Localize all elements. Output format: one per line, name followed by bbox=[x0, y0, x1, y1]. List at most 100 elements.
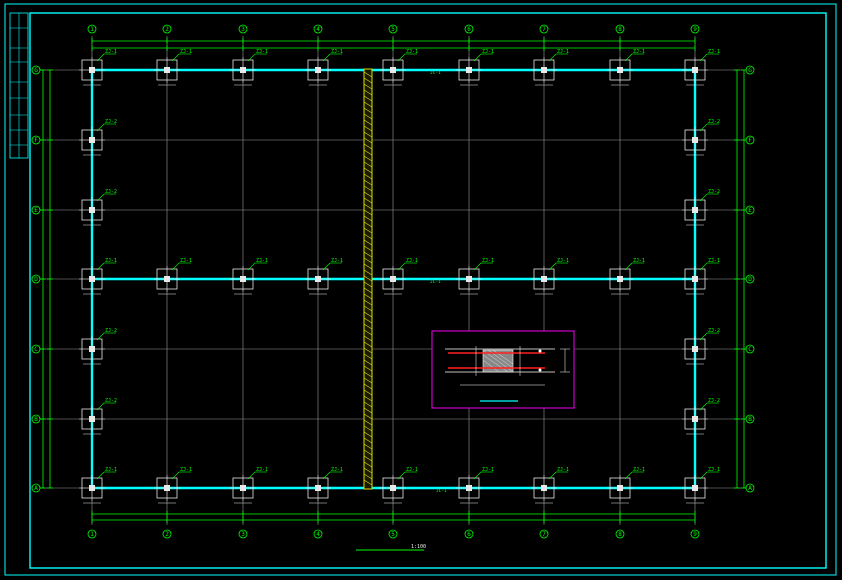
footing-1[interactable]: ZJ-1 bbox=[154, 467, 192, 504]
footing-9[interactable]: ZJ-1 bbox=[79, 258, 117, 295]
svg-text:F: F bbox=[34, 137, 38, 144]
footing-tag: ZJ-2 bbox=[708, 119, 720, 125]
footing-tag: ZJ-2 bbox=[708, 398, 720, 404]
footing-tag: ZJ-1 bbox=[180, 258, 192, 264]
svg-text:5: 5 bbox=[391, 531, 395, 538]
svg-text:4: 4 bbox=[316, 26, 320, 33]
footing-tag: ZJ-1 bbox=[633, 467, 645, 473]
svg-text:6: 6 bbox=[467, 531, 471, 538]
axis-left-C: C bbox=[31, 344, 41, 354]
expansion-joint-strip bbox=[363, 68, 373, 490]
beam-tag-2: JL-1 bbox=[436, 488, 447, 494]
footing-tag: ZJ-1 bbox=[708, 467, 720, 473]
svg-text:2: 2 bbox=[165, 26, 169, 33]
footing-tag: ZJ-1 bbox=[105, 258, 117, 264]
footing-tag: ZJ-1 bbox=[557, 49, 569, 55]
footing-33[interactable]: ZJ-2 bbox=[79, 119, 117, 156]
footing-19[interactable]: ZJ-1 bbox=[154, 49, 192, 86]
footing-tag: ZJ-1 bbox=[331, 258, 343, 264]
footing-30[interactable]: ZJ-2 bbox=[682, 328, 720, 365]
footing-tag: ZJ-2 bbox=[105, 398, 117, 404]
footing-tag: ZJ-1 bbox=[331, 467, 343, 473]
footing-tag: ZJ-1 bbox=[557, 258, 569, 264]
sheet-outer-frame bbox=[4, 3, 837, 576]
svg-text:8: 8 bbox=[618, 26, 622, 33]
axis-right-E: E bbox=[745, 205, 755, 215]
footing-12[interactable]: ZJ-1 bbox=[305, 258, 343, 295]
footing-23[interactable]: ZJ-1 bbox=[456, 49, 494, 86]
footing-11[interactable]: ZJ-1 bbox=[230, 258, 268, 295]
footing-2[interactable]: ZJ-1 bbox=[230, 467, 268, 504]
dimension-lines bbox=[40, 38, 747, 523]
axis-left-A: A bbox=[31, 483, 41, 493]
svg-text:D: D bbox=[34, 276, 38, 283]
footing-tag: ZJ-1 bbox=[633, 258, 645, 264]
axis-left-F: F bbox=[31, 135, 41, 145]
footing-3[interactable]: ZJ-1 bbox=[305, 467, 343, 504]
footing-25[interactable]: ZJ-1 bbox=[607, 49, 645, 86]
axis-left-B: B bbox=[31, 414, 41, 424]
footing-0[interactable]: ZJ-1 bbox=[79, 467, 117, 504]
footing-15[interactable]: ZJ-1 bbox=[531, 258, 569, 295]
footing-26[interactable]: ZJ-1 bbox=[682, 49, 720, 86]
axis-top-7: 7 bbox=[539, 24, 549, 34]
detail-section-box[interactable] bbox=[431, 330, 575, 409]
footing-16[interactable]: ZJ-1 bbox=[607, 258, 645, 295]
svg-text:C: C bbox=[748, 346, 752, 353]
footing-tag: ZJ-2 bbox=[105, 328, 117, 334]
axis-bottom-2: 2 bbox=[162, 529, 172, 539]
svg-text:G: G bbox=[34, 67, 38, 74]
footing-tag: ZJ-1 bbox=[180, 467, 192, 473]
footing-13[interactable]: ZJ-1 bbox=[380, 258, 418, 295]
footing-8[interactable]: ZJ-1 bbox=[682, 467, 720, 504]
axis-bottom-7: 7 bbox=[539, 529, 549, 539]
axis-bottom-5: 5 bbox=[388, 529, 398, 539]
footing-5[interactable]: ZJ-1 bbox=[456, 467, 494, 504]
axis-top-1: 1 bbox=[87, 24, 97, 34]
axis-top-8: 8 bbox=[615, 24, 625, 34]
footing-24[interactable]: ZJ-1 bbox=[531, 49, 569, 86]
axis-left-D: D bbox=[31, 274, 41, 284]
svg-text:E: E bbox=[748, 207, 752, 214]
footing-tag: ZJ-2 bbox=[708, 189, 720, 195]
footing-28[interactable]: ZJ-2 bbox=[682, 398, 720, 435]
svg-text:2: 2 bbox=[165, 531, 169, 538]
axis-bottom-6: 6 bbox=[464, 529, 474, 539]
footing-18[interactable]: ZJ-1 bbox=[79, 49, 117, 86]
footing-34[interactable]: ZJ-2 bbox=[682, 119, 720, 156]
footing-29[interactable]: ZJ-2 bbox=[79, 328, 117, 365]
axis-top-9: 9 bbox=[690, 24, 700, 34]
footing-27[interactable]: ZJ-2 bbox=[79, 398, 117, 435]
axis-right-A: A bbox=[745, 483, 755, 493]
svg-text:6: 6 bbox=[467, 26, 471, 33]
footing-10[interactable]: ZJ-1 bbox=[154, 258, 192, 295]
footing-17[interactable]: ZJ-1 bbox=[682, 258, 720, 295]
footing-tag: ZJ-2 bbox=[708, 328, 720, 334]
axis-top-6: 6 bbox=[464, 24, 474, 34]
footing-4[interactable]: ZJ-1 bbox=[380, 467, 418, 504]
svg-text:7: 7 bbox=[542, 531, 546, 538]
footing-22[interactable]: ZJ-1 bbox=[380, 49, 418, 86]
footing-tag: ZJ-1 bbox=[557, 467, 569, 473]
footing-21[interactable]: ZJ-1 bbox=[305, 49, 343, 86]
footing-tag: ZJ-2 bbox=[105, 189, 117, 195]
svg-text:1: 1 bbox=[90, 531, 94, 538]
footing-32[interactable]: ZJ-2 bbox=[682, 189, 720, 226]
svg-text:4: 4 bbox=[316, 531, 320, 538]
axis-left-G: G bbox=[31, 65, 41, 75]
axis-right-G: G bbox=[745, 65, 755, 75]
footing-7[interactable]: ZJ-1 bbox=[607, 467, 645, 504]
axis-top-2: 2 bbox=[162, 24, 172, 34]
svg-text:3: 3 bbox=[241, 26, 245, 33]
footing-31[interactable]: ZJ-2 bbox=[79, 189, 117, 226]
footing-20[interactable]: ZJ-1 bbox=[230, 49, 268, 86]
svg-text:3: 3 bbox=[241, 531, 245, 538]
footing-tag: ZJ-1 bbox=[708, 258, 720, 264]
svg-text:C: C bbox=[34, 346, 38, 353]
footing-6[interactable]: ZJ-1 bbox=[531, 467, 569, 504]
footing-14[interactable]: ZJ-1 bbox=[456, 258, 494, 295]
svg-text:5: 5 bbox=[391, 26, 395, 33]
